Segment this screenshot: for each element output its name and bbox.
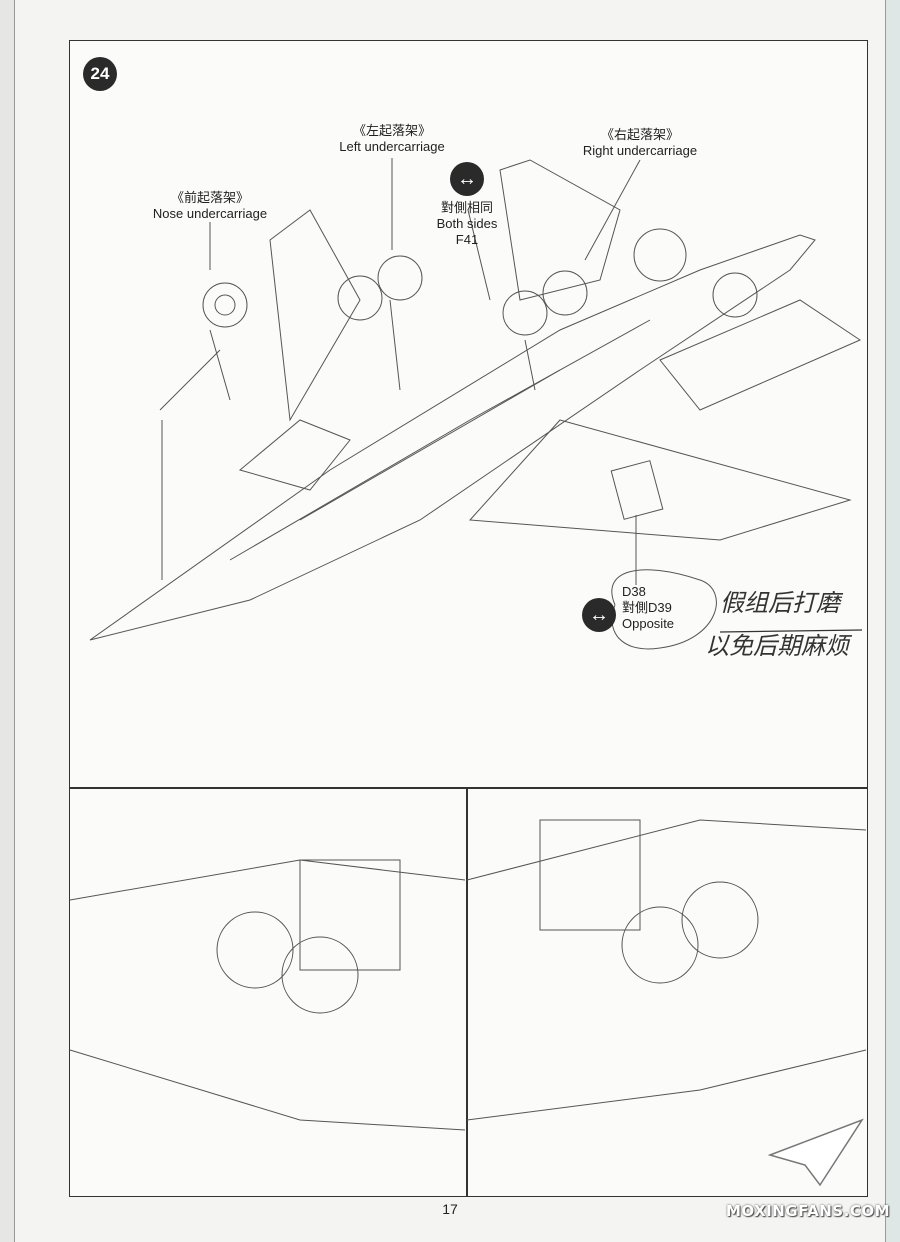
right-page-edge <box>885 0 900 1242</box>
opposite-en: Opposite <box>622 616 675 631</box>
opposite-arrow-icon: ↔ <box>582 598 616 632</box>
opposite-label: D38 對側D39 Opposite <box>622 584 692 632</box>
part-d39: 對側D39 <box>622 600 672 615</box>
nose-undercarriage-label: 《前起落架》 Nose undercarriage <box>130 190 290 222</box>
page-number: 17 <box>442 1201 458 1217</box>
left-label-en: Left undercarriage <box>339 139 445 154</box>
both-sides-zh: 對側相同 <box>440 200 493 215</box>
right-label-zh: 《右起落架》 <box>600 127 679 142</box>
part-d38: D38 <box>622 584 646 599</box>
detail-view-left-panel <box>69 788 467 1197</box>
part-f41: F41 <box>455 232 479 247</box>
both-sides-arrow-icon: ↔ <box>450 162 484 196</box>
right-label-en: Right undercarriage <box>582 143 698 158</box>
left-page-edge <box>0 0 15 1242</box>
watermark-logo: MOXINGFANS.COM <box>725 1202 890 1220</box>
nose-label-en: Nose undercarriage <box>152 206 268 221</box>
right-undercarriage-label: 《右起落架》 Right undercarriage <box>565 127 715 159</box>
step-number-badge: 24 <box>83 57 117 91</box>
handwritten-note-line2: 以免后期麻烦 <box>705 632 849 660</box>
nose-label-zh: 《前起落架》 <box>170 190 249 205</box>
handwritten-note-line1: 假组后打磨 <box>720 589 840 617</box>
both-sides-en: Both sides <box>436 216 498 231</box>
both-sides-label: 對側相同 Both sides F41 <box>415 200 519 248</box>
detail-view-right-panel <box>467 788 868 1197</box>
left-undercarriage-label: 《左起落架》 Left undercarriage <box>312 123 472 155</box>
left-label-zh: 《左起落架》 <box>352 123 431 138</box>
